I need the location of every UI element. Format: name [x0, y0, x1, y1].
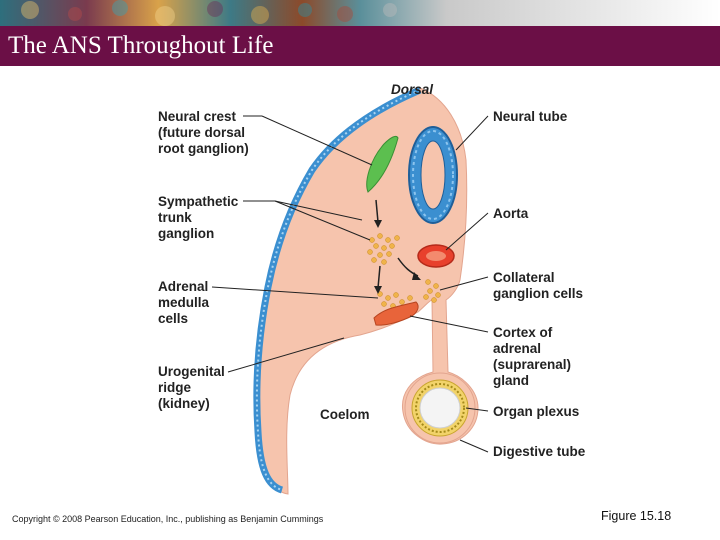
organ-plexus	[415, 383, 465, 433]
figure-number: Figure 15.18	[601, 509, 672, 523]
urogenital-ridge-label: Urogenital ridge (kidney)	[158, 364, 225, 411]
adrenal-cortex-label: Cortex of adrenal (suprarenal) gland	[493, 325, 572, 388]
ans-development-diagram: Dorsal Neural crest (future dorsal root …	[0, 66, 720, 511]
embryo-cross-section	[211, 86, 489, 495]
neural-crest	[366, 135, 399, 193]
adrenal-cortex	[373, 301, 419, 326]
adrenal-medulla-cell-cluster	[377, 291, 413, 309]
page-title: The ANS Throughout Life	[8, 32, 274, 59]
copyright-notice: Copyright © 2008 Pearson Education, Inc.…	[12, 514, 324, 524]
coelom-label: Coelom	[320, 407, 370, 422]
collateral-ganglion-cell-cluster	[423, 279, 441, 303]
gut-lumen	[419, 387, 461, 429]
adrenal-medulla-label: Adrenal medulla cells	[158, 279, 210, 326]
digestive-tube-label: Digestive tube	[493, 444, 586, 459]
collateral-ganglion-label: Collateral ganglion cells	[493, 270, 584, 301]
neural-crest-label: Neural crest (future dorsal root ganglio…	[158, 109, 249, 156]
organ-plexus-label: Organ plexus	[493, 404, 580, 419]
header-texture	[0, 0, 720, 26]
sympathetic-trunk-label: Sympathetic trunk ganglion	[158, 194, 239, 241]
header-texture-graphic	[0, 0, 720, 26]
neural-tube-label: Neural tube	[493, 109, 568, 124]
leader-lines	[211, 115, 489, 453]
title-bar: The ANS Throughout Life	[0, 26, 720, 66]
dorsal-label: Dorsal	[391, 82, 434, 97]
aorta-label: Aorta	[493, 206, 529, 221]
